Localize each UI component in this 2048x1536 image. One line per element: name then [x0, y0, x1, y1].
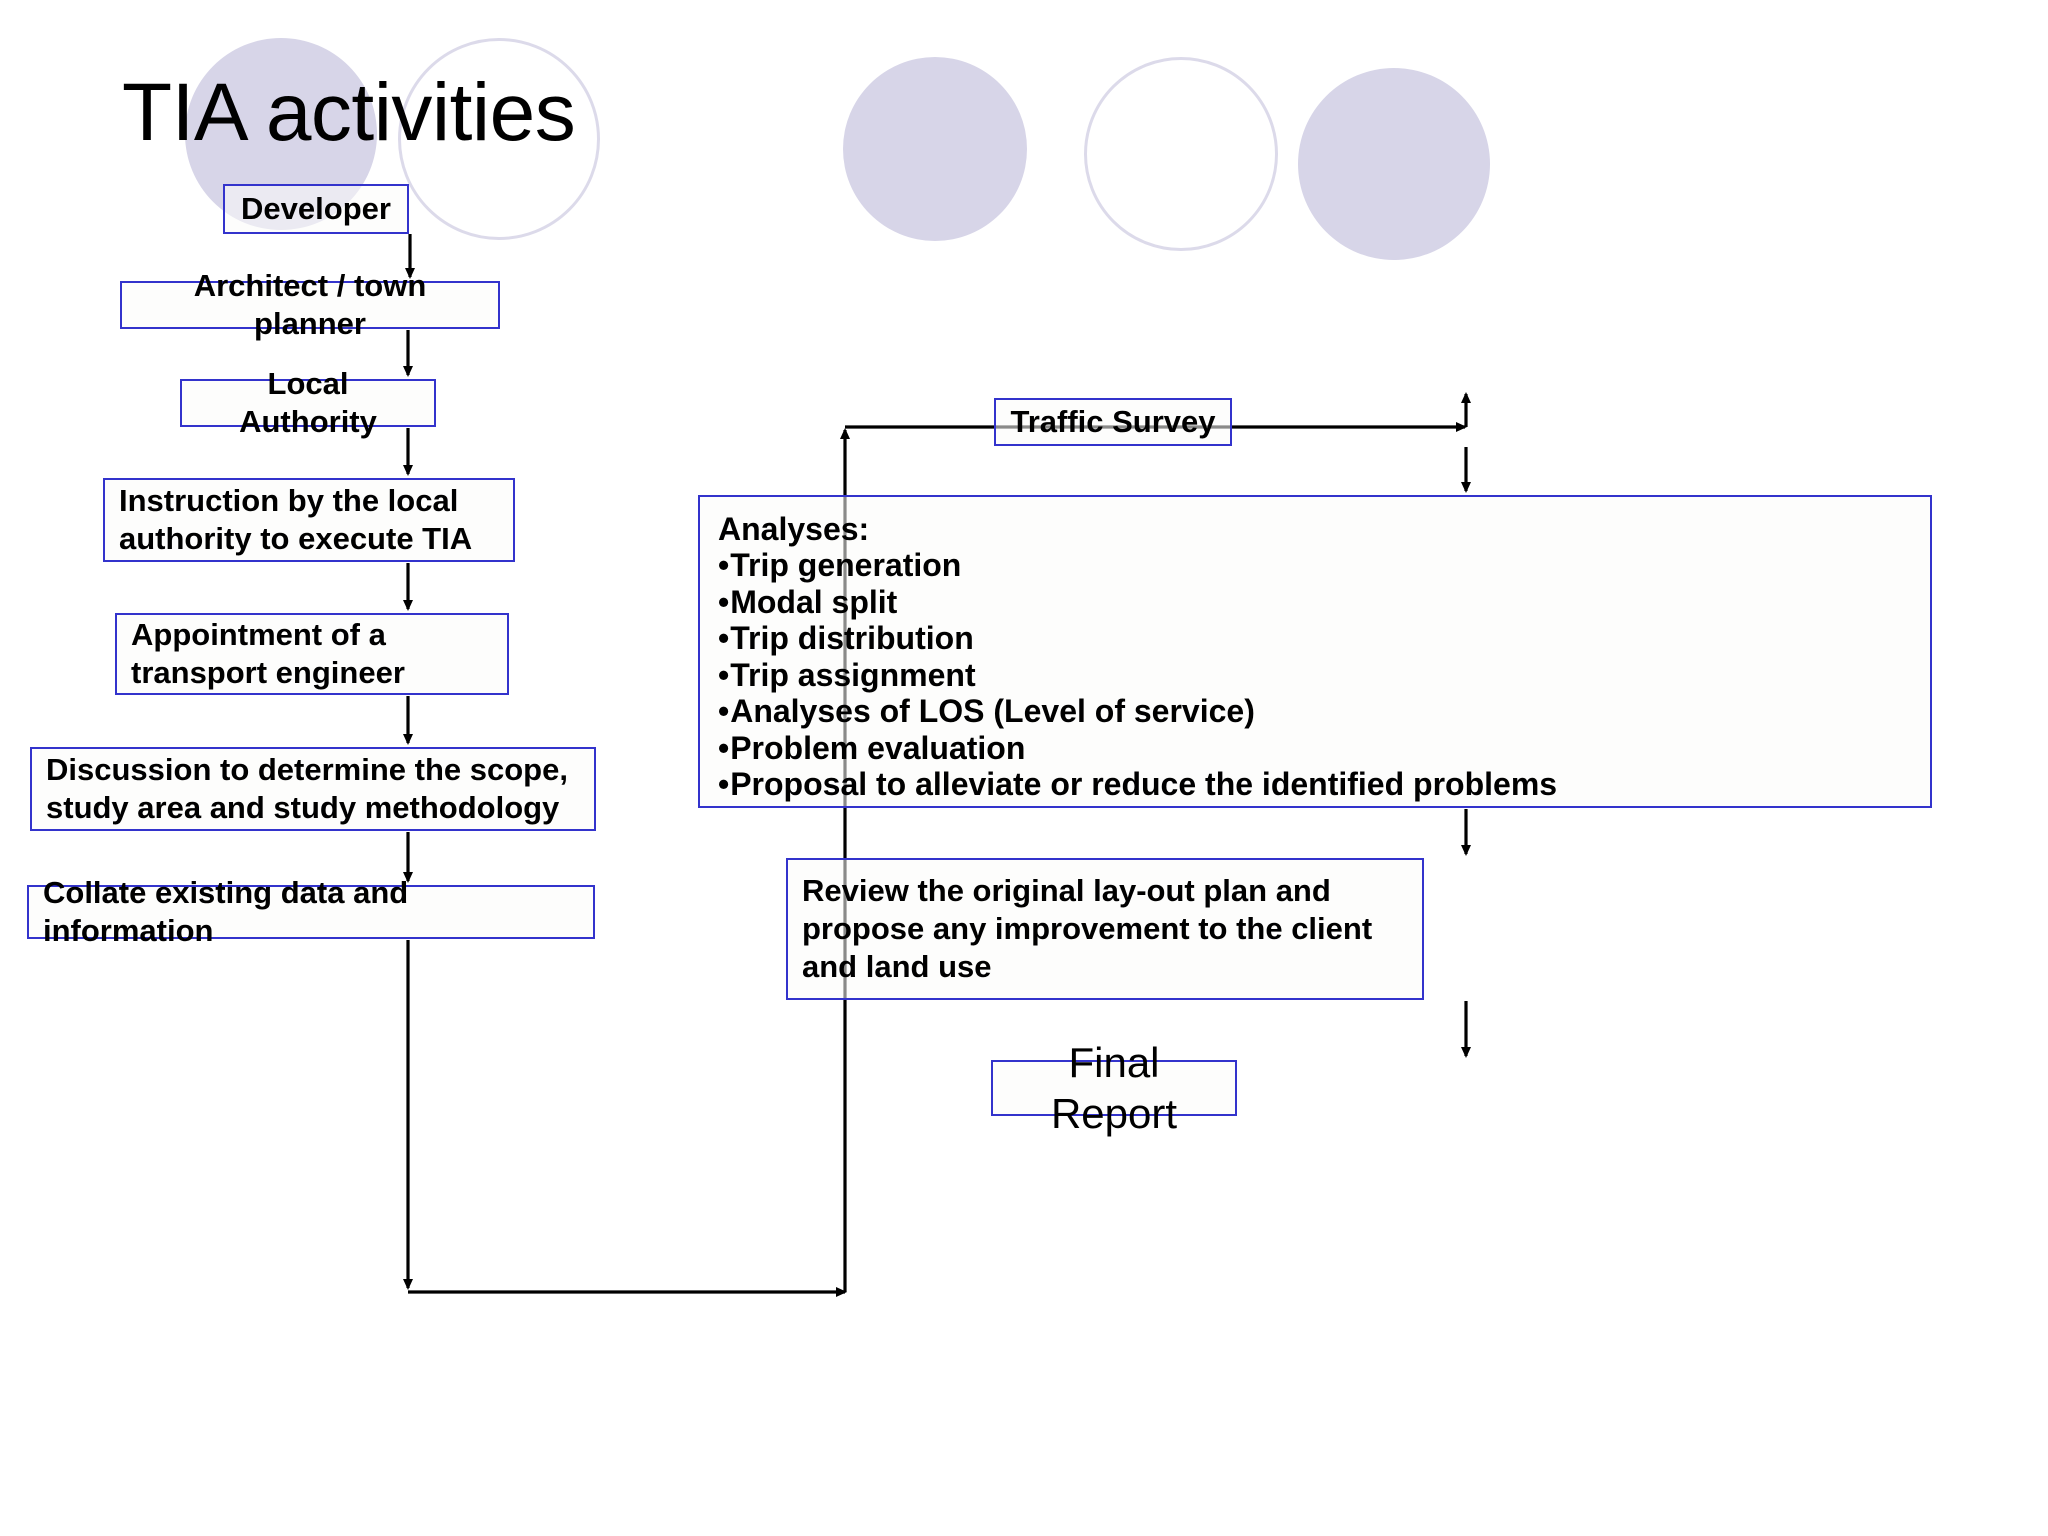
flow-node-traffic-survey-label: Traffic Survey: [1010, 404, 1216, 440]
flow-node-collate[interactable]: Collate existing data and information: [27, 875, 595, 948]
flow-node-developer[interactable]: Developer: [223, 184, 409, 234]
flow-node-appointment-label: Appointment of a transport engineer: [131, 617, 405, 690]
analyses-list-item: Trip assignment: [718, 657, 1912, 693]
decor-circle-3: [843, 57, 1027, 241]
flow-node-discussion[interactable]: Discussion to determine the scope, study…: [30, 747, 596, 831]
analyses-list-item: Trip distribution: [718, 620, 1912, 656]
decor-circle-5: [1298, 68, 1490, 260]
flow-node-discussion-label: Discussion to determine the scope, study…: [46, 752, 568, 825]
flow-node-analyses[interactable]: Analyses: Trip generationModal splitTrip…: [698, 495, 1932, 808]
analyses-list-item: Analyses of LOS (Level of service): [718, 693, 1912, 729]
analyses-list-item: Trip generation: [718, 547, 1912, 583]
flow-node-review-label: Review the original lay-out plan and pro…: [802, 873, 1373, 984]
decor-circle-2: [398, 38, 600, 240]
flow-node-review[interactable]: Review the original lay-out plan and pro…: [786, 858, 1424, 1000]
flow-node-instruction-label: Instruction by the local authority to ex…: [119, 483, 473, 556]
analyses-list-item: Proposal to alleviate or reduce the iden…: [718, 766, 1912, 802]
flow-node-final-report-label: Final Report: [1050, 1038, 1178, 1137]
decor-circle-4: [1084, 57, 1278, 251]
flow-node-architect-label: Architect / town planner: [193, 268, 427, 341]
flow-node-local-authority[interactable]: Local Authority: [180, 366, 436, 439]
analyses-heading: Analyses:: [718, 511, 870, 547]
flow-node-collate-label: Collate existing data and information: [43, 875, 409, 948]
flow-node-traffic-survey[interactable]: Traffic Survey: [994, 398, 1232, 446]
flow-node-developer-label: Developer: [241, 191, 391, 227]
analyses-list: Trip generationModal splitTrip distribut…: [718, 547, 1912, 802]
flow-node-instruction[interactable]: Instruction by the local authority to ex…: [103, 478, 515, 562]
flow-node-appointment[interactable]: Appointment of a transport engineer: [115, 613, 509, 695]
flow-node-architect[interactable]: Architect / town planner: [120, 268, 500, 341]
page-title: TIA activities: [122, 67, 576, 158]
flow-node-local-authority-label: Local Authority: [239, 366, 377, 439]
analyses-list-item: Modal split: [718, 584, 1912, 620]
analyses-list-item: Problem evaluation: [718, 730, 1912, 766]
flow-node-final-report[interactable]: Final Report: [991, 1039, 1237, 1137]
